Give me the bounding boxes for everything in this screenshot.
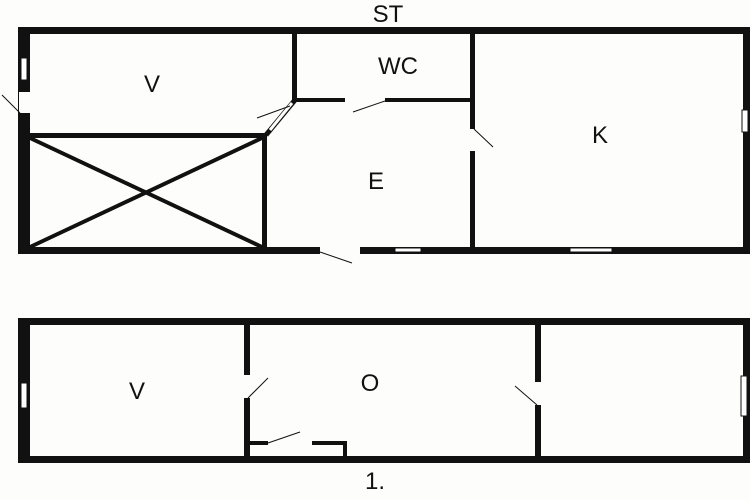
window <box>20 382 28 409</box>
wall <box>18 456 750 463</box>
room-label: WC <box>378 53 418 80</box>
door-swing <box>352 100 386 113</box>
floor-label: 1. <box>365 468 385 495</box>
floor-label: ST <box>373 1 404 28</box>
window <box>740 375 748 417</box>
room-label: O <box>361 370 380 397</box>
door <box>469 129 476 151</box>
door <box>534 382 542 405</box>
door <box>320 246 360 255</box>
door <box>243 375 251 398</box>
wall <box>18 27 750 34</box>
door-swing <box>473 128 494 148</box>
wall <box>292 30 297 102</box>
window <box>20 57 28 81</box>
window <box>741 109 749 133</box>
wall <box>28 133 265 138</box>
ground-floor-plan: ST V WC E K <box>1 1 750 264</box>
wall <box>18 27 30 254</box>
room-label: K <box>592 122 608 149</box>
door-swing <box>514 385 538 406</box>
door-swing <box>267 431 301 444</box>
window <box>569 247 613 253</box>
first-floor-plan: V O 1. <box>18 318 750 495</box>
door <box>268 102 294 131</box>
room-label: V <box>129 378 145 405</box>
door <box>268 440 312 446</box>
window <box>394 247 422 253</box>
door <box>19 92 31 113</box>
wall <box>262 133 267 250</box>
room-label: V <box>144 71 160 98</box>
door-swing <box>247 377 269 399</box>
room-label: E <box>368 168 384 195</box>
door <box>345 97 385 103</box>
wall <box>18 318 750 325</box>
door-swing <box>1 94 21 114</box>
wall <box>18 247 750 254</box>
wall <box>743 27 750 254</box>
door-swing <box>256 105 291 119</box>
door-swing <box>319 251 353 264</box>
wall <box>343 441 347 459</box>
void-cross <box>29 136 263 249</box>
